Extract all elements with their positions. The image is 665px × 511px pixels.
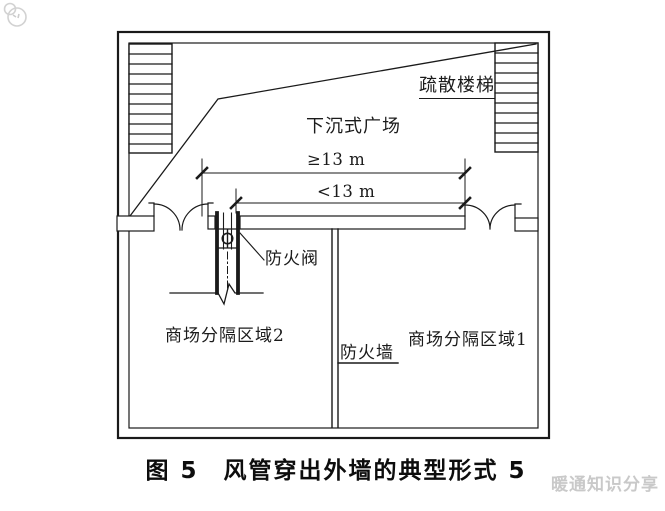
dim-tick-marks [195, 166, 472, 210]
fire-damper-frame [218, 228, 237, 249]
right-staircase [494, 42, 539, 153]
extension-lines [201, 158, 466, 217]
left-door [148, 202, 214, 231]
label-fire-damper: 防火阀 [265, 249, 319, 269]
top-wall-segment-mid-left [207, 215, 216, 230]
left-door-swing-arcs [153, 203, 209, 231]
label-mall-area-1: 商场分隔区域1 [408, 330, 528, 350]
right-staircase-treads [494, 52, 539, 144]
top-wall [116, 215, 539, 232]
top-wall-segment-left [116, 215, 155, 232]
duct-break-line [169, 282, 264, 306]
left-staircase-outline [128, 43, 173, 154]
left-staircase-treads [128, 53, 173, 145]
left-staircase [128, 43, 173, 154]
right-door-swing-arcs [464, 204, 516, 230]
duct-outer-walls [215, 211, 240, 295]
fire-damper-symbol [218, 228, 237, 249]
right-staircase-outline [494, 42, 539, 153]
duct-inner-lines [222, 212, 233, 250]
top-wall-segment-mid-right [239, 215, 466, 230]
inner-wall-line [128, 42, 539, 429]
watermark-text: 暖通知识分享 [551, 475, 659, 495]
label-evacuation-stairs: 疏散楼梯 [419, 75, 495, 99]
watermark-logo-icon [3, 2, 27, 27]
dimension-label-inner: <13 m [317, 182, 376, 201]
figure-caption: 图 5 风管穿出外墙的典型形式 5 [145, 458, 527, 484]
right-door [464, 203, 522, 230]
plaza-boundary-line [129, 43, 537, 217]
label-fire-wall: 防火墙 [340, 343, 394, 363]
right-door-jambs [464, 203, 522, 219]
dimension-label-outer: ≥13 m [307, 150, 366, 169]
outer-wall-line [116, 30, 551, 440]
duct [169, 211, 264, 306]
label-mall-area-2: 商场分隔区域2 [165, 326, 285, 346]
building-shell [116, 30, 551, 440]
dimensions [195, 158, 472, 217]
fire-damper-leader-line [239, 232, 265, 261]
top-wall-segment-right [514, 217, 539, 232]
firewall-lines [331, 228, 339, 428]
left-door-jambs [148, 202, 214, 217]
label-sunken-plaza: 下沉式广场 [306, 116, 401, 137]
